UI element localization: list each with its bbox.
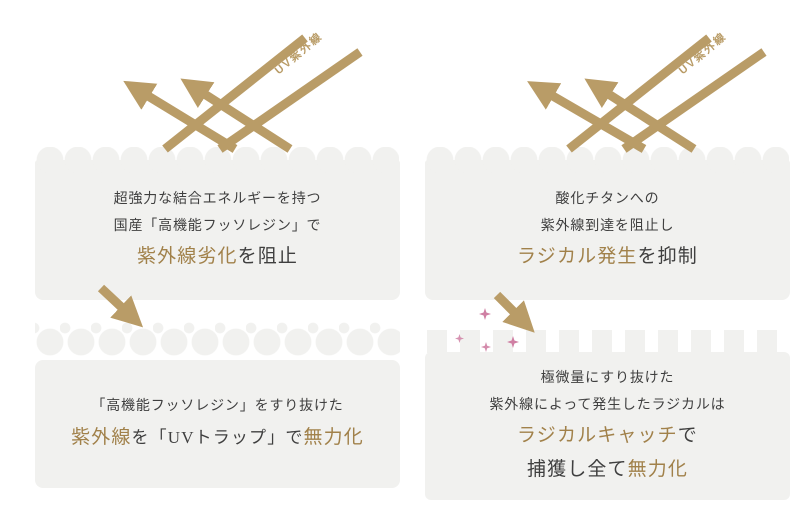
coating-layer-panel-right: 酸化チタンへの 紫外線到達を阻止し ラジカル発生を抑制 <box>425 147 790 300</box>
uv-reflected-arrow-icon <box>123 80 238 153</box>
text-segment: 極微量にすり抜けた <box>540 370 675 386</box>
panel-text-line: ラジカルキャッチで <box>517 419 698 453</box>
text-segment: で <box>677 425 698 447</box>
text-segment-accent: ラジカル発生 <box>517 246 638 268</box>
panel-text-line: 紫外線によって発生したラジカルは <box>489 392 725 419</box>
panel-text-line: 紫外線劣化を阻止 <box>137 240 298 274</box>
uv-incoming-ray-icon <box>162 34 308 153</box>
text-segment: 国産「高機能フッソレジン」で <box>113 218 322 234</box>
uv-ray-label: UV紫外線 <box>272 29 326 77</box>
text-segment: 酸化チタンへの <box>555 191 660 207</box>
text-segment-accent: 無力化 <box>627 459 689 481</box>
text-segment: 紫外線によって発生したラジカルは <box>489 397 726 413</box>
panel-text-line: 国産「高機能フッソレジン」で <box>114 213 322 240</box>
panel-text-line: 酸化チタンへの <box>556 186 660 213</box>
panel-text-line: 紫外線を「UVトラップ」で無力化 <box>71 421 364 455</box>
text-segment: を抑制 <box>637 246 698 268</box>
base-layer-panel-left: 「高機能フッソレジン」をすり抜けた 紫外線を「UVトラップ」で無力化 <box>35 360 400 488</box>
uv-incoming-ray-icon <box>566 34 712 153</box>
uv-reflected-arrow-icon <box>584 78 697 153</box>
column-radical-catch: 酸化チタンへの 紫外線到達を阻止し ラジカル発生を抑制 極微量にすり抜けた 紫外… <box>425 0 790 515</box>
radical-star-icon <box>481 342 491 352</box>
text-segment: 超強力な結合エネルギーを持つ <box>113 191 322 207</box>
panel-text-line: 「高機能フッソレジン」をすり抜けた <box>91 393 343 420</box>
radical-star-icon <box>455 334 464 343</box>
text-segment: 捕獲し全て <box>526 459 628 481</box>
base-layer-panel-right: 極微量にすり抜けた 紫外線によって発生したラジカルは ラジカルキャッチで 捕獲し… <box>425 352 790 500</box>
panel-text-line: 超強力な結合エネルギーを持つ <box>114 186 322 213</box>
coating-layer-panel-left: 超強力な結合エネルギーを持つ 国産「高機能フッソレジン」で 紫外線劣化を阻止 <box>35 147 400 300</box>
uv-incoming-ray-icon <box>621 48 767 153</box>
text-segment-accent: 紫外線劣化 <box>136 246 238 268</box>
column-fluoro-resin: 超強力な結合エネルギーを持つ 国産「高機能フッソレジン」で 紫外線劣化を阻止 「… <box>35 0 400 515</box>
text-segment: を「UVトラップ」で <box>131 427 304 447</box>
panel-text-line: 極微量にすり抜けた <box>541 365 675 392</box>
uv-ray-label: UV紫外線 <box>676 29 730 77</box>
text-segment: を阻止 <box>237 246 299 268</box>
text-segment: 「高機能フッソレジン」をすり抜けた <box>91 399 344 415</box>
uv-reflected-arrow-icon <box>527 81 647 153</box>
text-segment-accent: 紫外線 <box>71 426 132 448</box>
panel-text-line: 紫外線到達を阻止し <box>541 213 675 240</box>
uv-reflected-arrow-icon <box>180 78 293 153</box>
uv-incoming-ray-icon <box>217 48 363 153</box>
panel-text-line: 捕獲し全て無力化 <box>527 453 688 487</box>
text-segment-accent: 無力化 <box>303 426 364 448</box>
panel-text-line: ラジカル発生を抑制 <box>517 240 698 274</box>
radical-catch-blocks <box>427 330 790 353</box>
uv-trap-particles <box>35 320 400 358</box>
text-segment: 紫外線到達を阻止し <box>540 218 675 234</box>
text-segment-accent: ラジカルキャッチ <box>517 425 678 447</box>
radical-star-icon <box>479 308 491 320</box>
